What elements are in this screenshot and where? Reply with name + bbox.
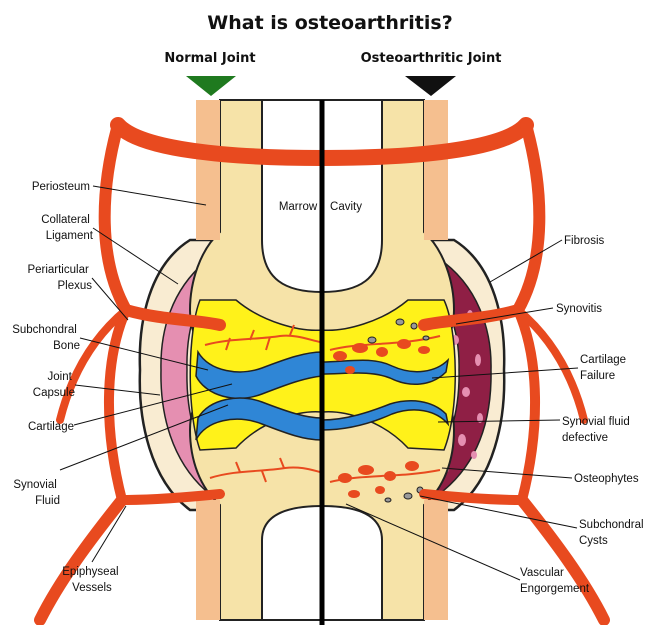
periosteum-right — [424, 100, 448, 240]
label-epiphyseal-vessels: Epiphyseal Vessels — [62, 566, 121, 594]
label-cartilage: Cartilage — [28, 421, 74, 433]
periosteum-right-lower — [424, 500, 448, 620]
label-cartilage-failure: Cartilage Failure — [580, 354, 629, 382]
normal-joint-header: Normal Joint — [164, 51, 255, 66]
marrow-label: Marrow — [279, 201, 318, 213]
normal-joint-marker — [186, 76, 236, 96]
label-osteophytes: Osteophytes — [574, 473, 639, 485]
label-subchondral-bone: Subchondral Bone — [12, 324, 80, 352]
label-periosteum: Periosteum — [32, 181, 90, 193]
label-periarticular-plexus: Periarticular Plexus — [27, 264, 92, 292]
label-fibrosis: Fibrosis — [564, 235, 605, 247]
periosteum-left — [196, 100, 220, 240]
oa-joint-header: Osteoarthritic Joint — [361, 51, 502, 66]
label-synovitis: Synovitis — [556, 303, 602, 315]
label-collateral-ligament: Collateral Ligament — [41, 214, 94, 242]
label-synovial-fluid: Synovial Fluid — [13, 479, 60, 507]
label-synovial-fluid-defective: Synovial fluid defective — [562, 416, 633, 444]
cavity-label: Cavity — [330, 201, 362, 213]
label-subchondral-cysts: Subchondral Cysts — [579, 519, 647, 547]
periosteum-left-lower — [196, 500, 220, 620]
diagram-title: What is osteoarthritis? — [207, 12, 452, 34]
oa-joint-marker — [405, 76, 456, 96]
